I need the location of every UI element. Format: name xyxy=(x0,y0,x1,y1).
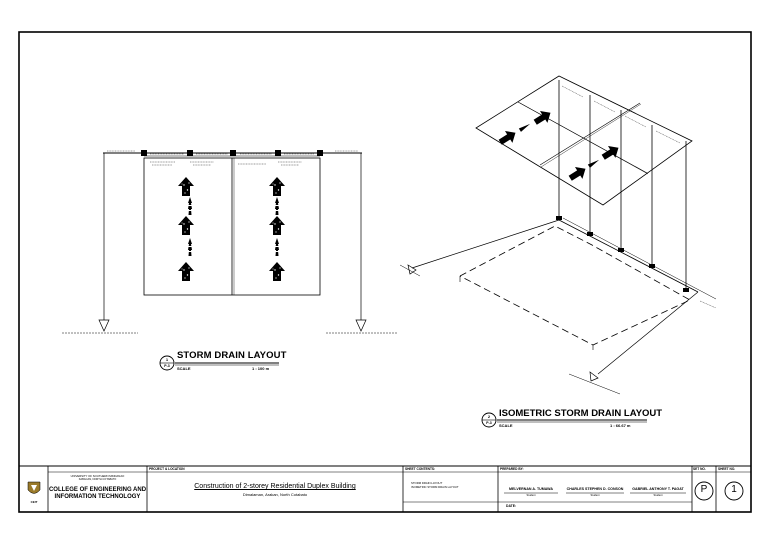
plan-scale-label: SCALE xyxy=(177,366,191,371)
preparer-role: Student xyxy=(526,494,536,497)
iso-scale-value: 1 : 66.67 m xyxy=(610,423,631,428)
iso-scale-label: SCALE xyxy=(499,423,513,428)
plan-title: STORM DRAIN LAYOUT xyxy=(177,350,287,361)
university-address: KABACAN, NORTH COTABATO xyxy=(78,478,117,481)
sheet-no-label: SHEET NO. xyxy=(718,467,736,471)
plan-title-callout xyxy=(159,355,279,371)
plan-scale-value: 1 : 100 m xyxy=(252,366,270,371)
flow-arrow-icon xyxy=(178,177,194,196)
title-block-grid xyxy=(47,466,751,512)
iso-small-notes xyxy=(561,85,717,309)
downspout-markers xyxy=(141,150,323,156)
university-name: UNIVERSITY OF SOUTHERN MINDANAO xyxy=(70,474,125,478)
iso-callout-number: 2 xyxy=(487,414,491,419)
flow-arrow-icon xyxy=(269,216,285,235)
iso-roof xyxy=(475,75,693,206)
college-name-line1: COLLEGE OF ENGINEERING AND xyxy=(48,487,147,493)
flow-arrow-icon xyxy=(178,216,194,235)
isometric-drawing xyxy=(399,75,717,395)
plan-callout-number: 1 xyxy=(165,357,169,362)
set-no-label: SET NO. xyxy=(693,467,706,471)
sheet-no-circle xyxy=(724,481,744,501)
plan-flow-arrows xyxy=(178,177,285,281)
plan-small-notes xyxy=(107,150,358,166)
project-location: Dimalaman, Arakan, North Cotabato xyxy=(242,492,308,497)
sheet-contents-item: ISOMETRIC STORM DRAIN LAYOUT xyxy=(411,485,459,489)
flow-arrow-icon xyxy=(188,238,192,256)
preparer-role: Student xyxy=(653,494,663,497)
preparer-name: GABRIEL ANTHONY T. PAGAT xyxy=(632,487,684,491)
set-no-circle xyxy=(694,481,714,501)
flow-arrow-icon xyxy=(275,197,279,215)
flow-arrow-icon xyxy=(275,238,279,256)
sheet-no-value: 1 xyxy=(731,484,737,495)
prepared-by-label: PREPARED BY: xyxy=(500,467,524,471)
iso-discharge-symbols xyxy=(407,264,599,382)
project-label: PROJECT & LOCATION xyxy=(149,467,185,471)
date-label: DATE: xyxy=(506,504,517,508)
flow-arrow-icon xyxy=(178,262,194,281)
plan-callout-sheet: P-3 xyxy=(164,364,170,368)
sheet-border xyxy=(18,31,752,513)
sheet-contents-label: SHEET CONTENTS: xyxy=(405,467,436,471)
catch-basin-right xyxy=(355,319,367,332)
iso-fittings xyxy=(556,216,689,292)
flow-arrow-icon xyxy=(269,262,285,281)
iso-flow-arrows xyxy=(498,111,619,181)
preparer-name: CHARLES STEPHEN D. CONSON xyxy=(566,487,624,491)
preparer-role: Student xyxy=(590,494,600,497)
project-title: Construction of 2-storey Residential Dup… xyxy=(194,483,356,490)
iso-title: ISOMETRIC STORM DRAIN LAYOUT xyxy=(499,408,663,419)
catch-basin-left xyxy=(98,319,110,332)
college-name-line2: INFORMATION TECHNOLOGY xyxy=(54,494,141,500)
flow-arrow-icon xyxy=(269,177,285,196)
sheet-contents-item: STORM DRAIN LAYOUT xyxy=(411,481,443,485)
flow-arrow-icon xyxy=(188,197,192,215)
iso-footprint xyxy=(459,225,691,346)
iso-title-callout xyxy=(481,412,647,428)
storm-drain-plan xyxy=(62,152,398,334)
iso-callout-sheet: P-3 xyxy=(486,421,492,425)
preparer-name: MELVERNAN A. TUMAWA xyxy=(509,487,553,491)
set-no-value: P xyxy=(700,484,708,495)
logo-text: CEIT xyxy=(30,500,38,504)
university-logo xyxy=(27,481,41,494)
